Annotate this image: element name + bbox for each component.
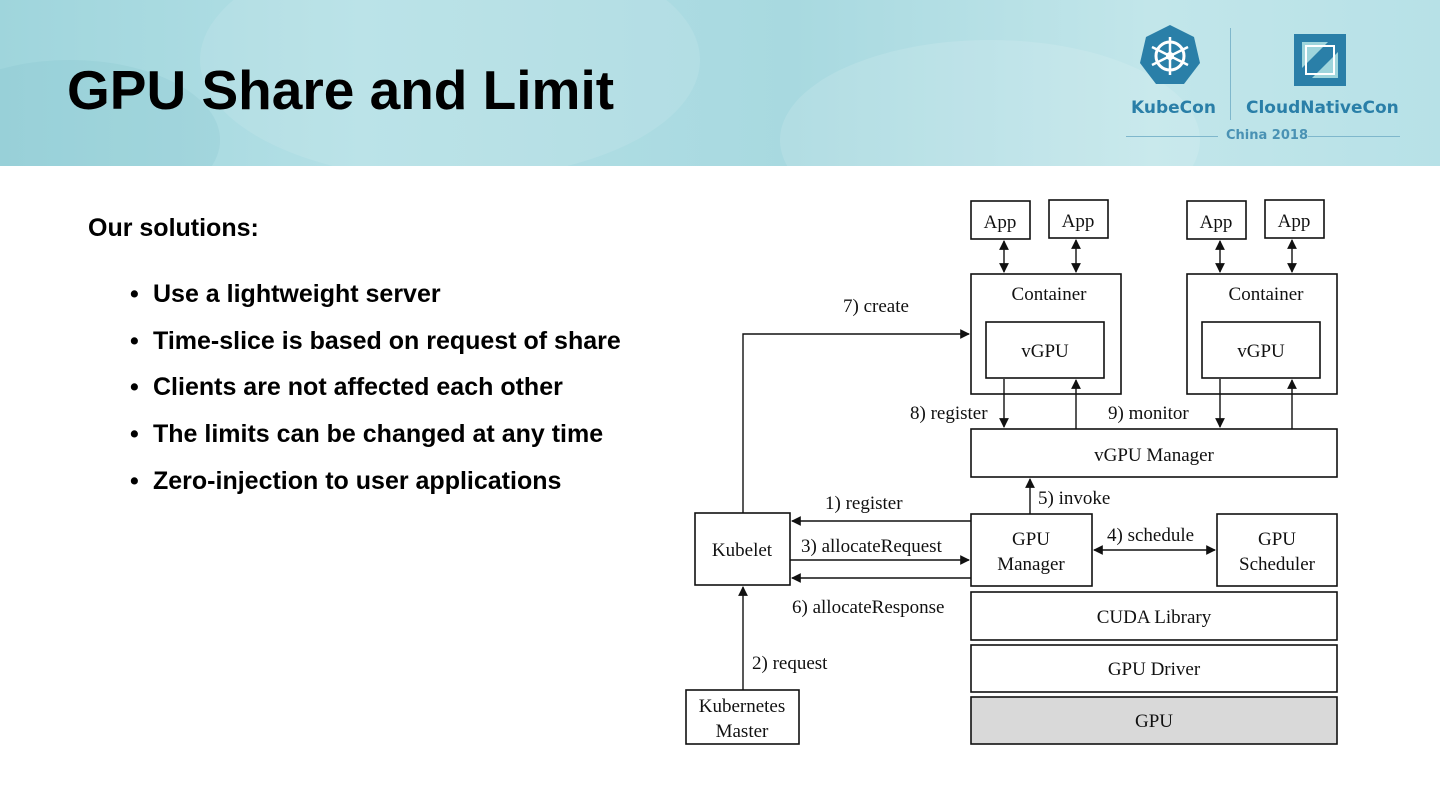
list-item: • The limits can be changed at any time: [130, 416, 621, 463]
kubecon-wordmark: KubeCon: [1131, 98, 1216, 118]
bullet-dot: •: [130, 466, 139, 495]
kubelet-label: Kubelet: [712, 540, 773, 561]
slide-title: GPU Share and Limit: [67, 59, 615, 121]
kubernetes-helm-icon: [1140, 25, 1200, 84]
list-item: • Zero-injection to user applications: [130, 463, 621, 510]
logo-rule-left: [1126, 136, 1218, 137]
app-box-3: [1186, 200, 1247, 240]
list-item: • Time-slice is based on request of share: [130, 323, 621, 370]
kubernetes-master-box: [685, 689, 800, 745]
list-item-text: Clients are not affected each other: [153, 373, 563, 402]
kubernetes-master-label: Kubernetes: [699, 696, 786, 717]
step-label-allocate-response: 6) allocateResponse: [792, 597, 944, 618]
gpu-scheduler-label: GPU: [1258, 529, 1296, 550]
cloudnativecon-wordmark: CloudNativeCon: [1246, 98, 1399, 118]
vgpu-manager-label: vGPU Manager: [1094, 445, 1214, 466]
list-item: • Clients are not affected each other: [130, 369, 621, 416]
kubecon-logo-graphics: [1140, 25, 1346, 86]
gpu-driver-label: GPU Driver: [1108, 659, 1201, 680]
step-label-monitor: 9) monitor: [1108, 403, 1189, 424]
bullet-dot: •: [130, 326, 139, 355]
cuda-library-box: [970, 591, 1338, 641]
list-item: • Use a lightweight server: [130, 276, 621, 323]
app-box-1: [970, 200, 1031, 240]
list-item-text: Zero-injection to user applications: [153, 466, 562, 495]
app-label: App: [1278, 211, 1311, 232]
container-label: Container: [1229, 284, 1305, 305]
banner-texture: [200, 0, 700, 166]
bullet-dot: •: [130, 280, 139, 308]
app-box-4: [1264, 199, 1325, 239]
step-label-register: 1) register: [825, 493, 903, 514]
vgpu-box-2: [1201, 321, 1321, 379]
step-label-request: 2) request: [752, 653, 828, 674]
vgpu-manager-box: [970, 428, 1338, 478]
bullet-dot: •: [130, 373, 139, 402]
bullet-dot: •: [130, 420, 139, 449]
step-label-create: 7) create: [843, 296, 909, 317]
app-box-2: [1048, 199, 1109, 239]
step-label-invoke: 5) invoke: [1038, 488, 1110, 509]
gpu-scheduler-label: Scheduler: [1239, 554, 1316, 575]
step-label-schedule: 4) schedule: [1107, 525, 1194, 546]
list-item-text: Use a lightweight server: [153, 280, 441, 308]
event-subtitle: China 2018: [1226, 128, 1308, 143]
cloudnative-icon: [1294, 34, 1346, 86]
gpu-box: [970, 696, 1338, 745]
step-label-allocate-request: 3) allocateRequest: [801, 536, 943, 557]
arrow-create: [742, 329, 970, 513]
app-label: App: [984, 212, 1017, 233]
gpu-driver-box: [970, 644, 1338, 693]
logo-rule-right: [1308, 136, 1400, 137]
solution-list: • Use a lightweight server • Time-slice is…: [130, 276, 621, 509]
logo-divider: [1230, 28, 1231, 120]
header-banner: [0, 0, 1440, 166]
gpu-scheduler-box: [1216, 513, 1338, 587]
app-label: App: [1200, 212, 1233, 233]
vgpu-label: vGPU: [1021, 341, 1069, 362]
list-item-text: The limits can be changed at any time: [153, 420, 604, 449]
vgpu-label: vGPU: [1237, 341, 1285, 362]
container-label: Container: [1012, 284, 1088, 305]
gpu-manager-label: Manager: [997, 554, 1065, 575]
cuda-library-label: CUDA Library: [1097, 607, 1212, 628]
solutions-heading: Our solutions:: [88, 214, 259, 242]
gpu-manager-label: GPU: [1012, 529, 1050, 550]
step-label-register-vgpu: 8) register: [910, 403, 988, 424]
gpu-manager-box: [970, 513, 1093, 587]
app-label: App: [1062, 211, 1095, 232]
kubernetes-master-label: Master: [716, 721, 769, 742]
gpu-label: GPU: [1135, 711, 1173, 732]
list-item-text: Time-slice is based on request of share: [153, 326, 621, 355]
vgpu-box-1: [985, 321, 1105, 379]
kubecon-logo: KubeCon CloudNativeCon China 2018: [1120, 20, 1410, 150]
